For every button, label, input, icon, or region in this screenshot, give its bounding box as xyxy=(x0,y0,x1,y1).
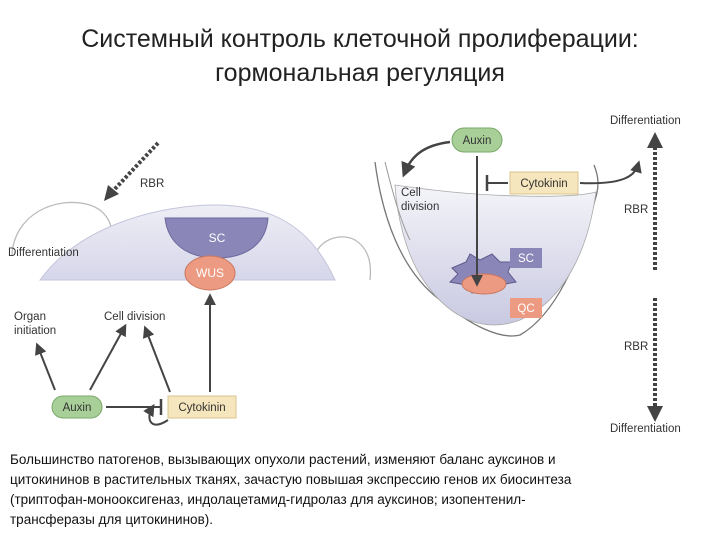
qc-label: QC xyxy=(517,303,534,315)
right-sc-label: SC xyxy=(518,253,534,265)
cell-division-label: Cell division xyxy=(104,311,165,323)
left-primordium xyxy=(11,201,113,256)
cytokinin-to-differentiation-arrow xyxy=(579,160,642,185)
right-cell-division-label-2: division xyxy=(401,201,439,213)
organ-initiation-label-1: Organ xyxy=(14,311,46,323)
left-rbr-label: RBR xyxy=(140,178,164,190)
wus-label: WUS xyxy=(196,266,224,280)
right-primordium xyxy=(314,236,372,281)
title-line-2: гормональная регуляция xyxy=(215,59,505,87)
rbr-bottom-arrowhead xyxy=(647,406,663,422)
left-cytokinin-label: Cytokinin xyxy=(178,402,225,414)
left-sc-label: SC xyxy=(209,231,226,245)
auxin-to-cell-division-arrow-right xyxy=(401,140,451,178)
right-sc-label-box xyxy=(510,248,542,268)
right-cell-division-label-1: Cell xyxy=(401,187,421,199)
root-meristem-zone xyxy=(394,184,597,326)
root-meristem-panel: Auxin Cell division Cytokinin SC QC Diff… xyxy=(374,115,681,435)
caption-line-2: цитокининов в растительных тканях, зачас… xyxy=(10,472,572,487)
root-outline xyxy=(374,161,599,337)
right-auxin-box xyxy=(451,127,503,153)
qc-cells xyxy=(461,273,507,295)
caption: Большинство патогенов, вызывающих опухол… xyxy=(10,450,710,530)
right-auxin-label: Auxin xyxy=(463,135,492,147)
qc-label-box xyxy=(510,298,542,318)
right-cytokinin-label: Cytokinin xyxy=(520,178,567,190)
right-cytokinin-box xyxy=(509,171,579,195)
auxin-to-organ-initiation-arrow xyxy=(35,342,56,391)
rbr-top-arrowhead xyxy=(647,132,663,148)
left-rbr-arrowhead xyxy=(104,185,119,201)
caption-line-3: (триптофан-монооксигеназ, индолацетамид-… xyxy=(10,492,526,507)
left-cytokinin-box xyxy=(167,395,237,419)
left-rbr-dotted-arrow xyxy=(110,141,160,194)
wus-zone xyxy=(184,255,236,291)
right-rbr-top-label: RBR xyxy=(624,204,648,216)
cytokinin-to-cell-division-arrow xyxy=(143,325,171,393)
right-differentiation-top-label: Differentiation xyxy=(610,115,681,127)
left-differentiation-label: Differentiation xyxy=(8,247,79,259)
shoot-meristem-panel: SC WUS RBR Differentiation Organ initiat… xyxy=(8,141,372,426)
auxin-to-cell-division-arrow xyxy=(89,323,127,391)
root-tip-curve xyxy=(384,161,411,241)
cytokinin-self-loop xyxy=(143,403,169,426)
caption-line-4: трансферазы для цитокининов). xyxy=(10,512,213,527)
caption-line-1: Большинство патогенов, вызывающих опухол… xyxy=(10,452,556,467)
right-differentiation-bottom-label: Differentiation xyxy=(610,423,681,435)
right-rbr-bottom-label: RBR xyxy=(624,341,648,353)
title-line-1: Системный контроль клеточной пролифераци… xyxy=(81,25,639,53)
left-auxin-box xyxy=(51,395,103,419)
slide-title: Системный контроль клеточной пролифераци… xyxy=(0,22,720,90)
organ-initiation-label-2: initiation xyxy=(14,325,56,337)
left-auxin-label: Auxin xyxy=(63,402,92,414)
